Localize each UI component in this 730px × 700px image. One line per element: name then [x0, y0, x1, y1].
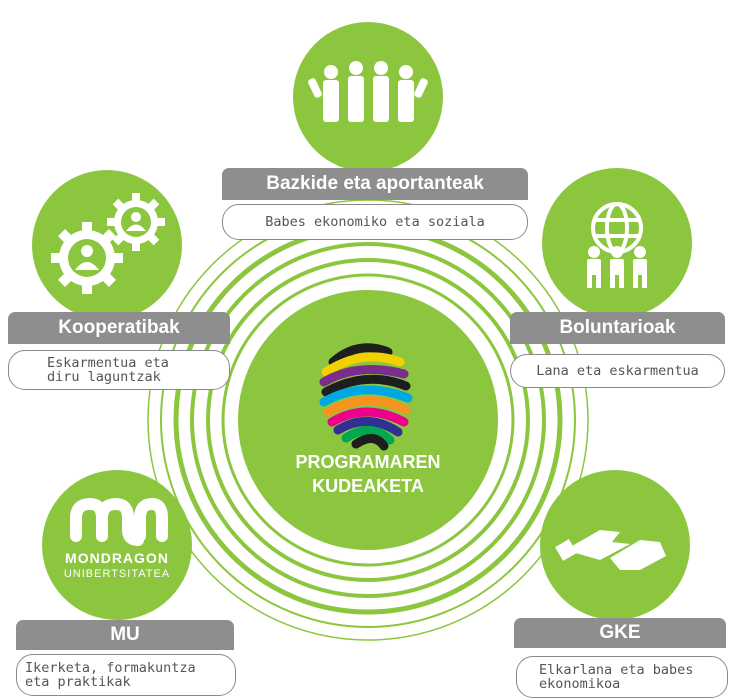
- mu-logo-line2: UNIBERTSITATEA: [63, 568, 171, 580]
- globe-volunteers-icon: [587, 202, 647, 288]
- center-title-line2: KUDEAKETA: [312, 476, 424, 496]
- pill-bazkide: Babes ekonomiko eta soziala: [222, 204, 528, 240]
- banner-boluntarioak: Boluntarioak: [510, 312, 725, 344]
- pill-mu: Ikerketa, formakuntza eta praktikak: [16, 654, 236, 696]
- node-gke: [540, 470, 690, 620]
- banner-bazkide: Bazkide eta aportanteak: [222, 168, 528, 200]
- pill-mu-line2: eta praktikak: [25, 674, 131, 690]
- node-bazkide: [293, 22, 443, 172]
- pill-gke-line2: ekonomikoa: [539, 676, 621, 692]
- banner-mu: MU: [16, 620, 234, 650]
- mu-logo-line1: MONDRAGON: [65, 550, 169, 566]
- banner-gke: GKE: [514, 618, 726, 648]
- pill-kooperatibak-line1: Eskarmentua eta: [47, 355, 169, 371]
- pill-mu-line1: Ikerketa, formakuntza: [25, 660, 196, 676]
- mondragon-logo-icon: [70, 497, 168, 546]
- pill-boluntarioak: Lana eta eskarmentua: [510, 354, 725, 388]
- pill-gke-line1: Elkarlana eta babes: [539, 662, 694, 678]
- center-circle: PROGRAMAREN KUDEAKETA: [238, 290, 498, 550]
- colorful-sphere-icon: [319, 343, 413, 451]
- node-kooperatibak: [32, 170, 182, 320]
- node-boluntarioak: [542, 168, 692, 318]
- pill-gke: Elkarlana eta babes ekonomikoa: [516, 656, 728, 698]
- pill-bazkide-text: Babes ekonomiko eta soziala: [265, 214, 485, 230]
- node-mu: MONDRAGON UNIBERTSITATEA: [42, 470, 192, 620]
- people-group-icon: [308, 61, 428, 122]
- center-title-line1: PROGRAMAREN: [295, 452, 441, 472]
- gears-people-icon: [51, 193, 165, 294]
- banner-kooperatibak: Kooperatibak: [8, 312, 230, 344]
- pill-boluntarioak-text: Lana eta eskarmentua: [536, 363, 699, 379]
- handshake-icon: [555, 530, 666, 570]
- pill-kooperatibak-line2: diru laguntzak: [47, 369, 161, 385]
- pill-kooperatibak: Eskarmentua eta diru laguntzak: [8, 350, 230, 390]
